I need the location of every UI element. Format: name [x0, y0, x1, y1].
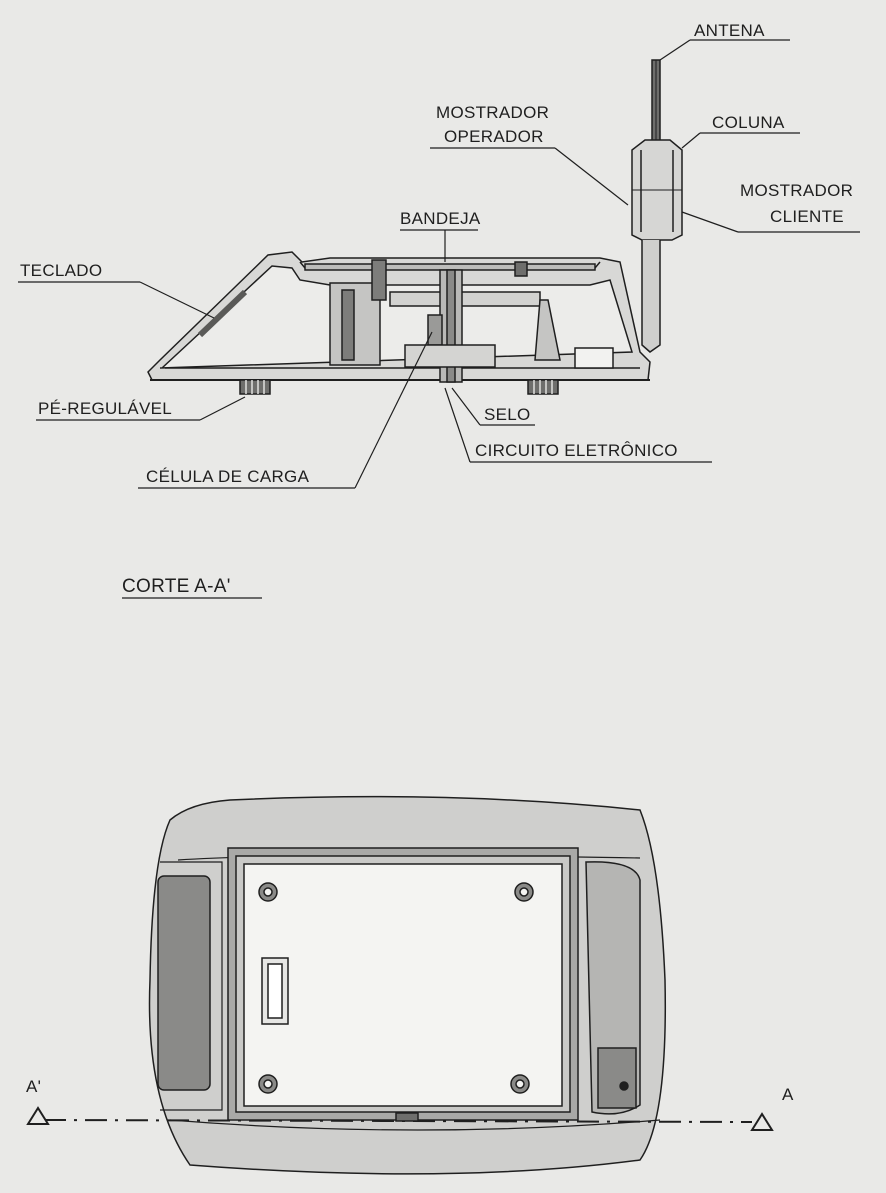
label-antena: ANTENA: [694, 21, 765, 40]
tray-bolts: [258, 882, 534, 1094]
label-bandeja: BANDEJA: [400, 209, 481, 228]
adjustable-feet: [239, 379, 559, 395]
label-celula-de-carga: CÉLULA DE CARGA: [146, 467, 310, 486]
internal-frame: [329, 259, 614, 383]
label-mostrador-operador-2: OPERADOR: [444, 127, 544, 146]
section-marker-left: [26, 1106, 50, 1125]
display-panel: [597, 1047, 637, 1109]
section-marker-right: [750, 1112, 774, 1131]
label-coluna: COLUNA: [712, 113, 785, 132]
section-view: ANTENA MOSTRADOR OPERADOR COLUNA MOSTRAD…: [18, 21, 860, 599]
plan-view: A' A: [26, 795, 794, 1175]
label-pe-regulavel: PÉ-REGULÁVEL: [38, 399, 172, 418]
column-part: [631, 139, 683, 353]
label-selo: SELO: [484, 405, 531, 424]
section-title: CORTE A-A': [122, 576, 231, 597]
label-mostrador-operador-1: MOSTRADOR: [436, 103, 549, 122]
label-mostrador-cliente-1: MOSTRADOR: [740, 181, 853, 200]
label-teclado: TECLADO: [20, 261, 102, 280]
keypad-part: [197, 289, 248, 338]
label-mostrador-cliente-2: CLIENTE: [770, 207, 844, 226]
marker-label-right: A: [782, 1085, 794, 1104]
marker-label-left: A': [26, 1077, 41, 1096]
tray-plate: [243, 863, 563, 1107]
keypad-panel: [157, 875, 211, 1091]
label-circuito-eletronico: CIRCUITO ELETRÔNICO: [475, 441, 678, 460]
section-line: [43, 1119, 753, 1123]
leader-lines: [18, 39, 860, 489]
